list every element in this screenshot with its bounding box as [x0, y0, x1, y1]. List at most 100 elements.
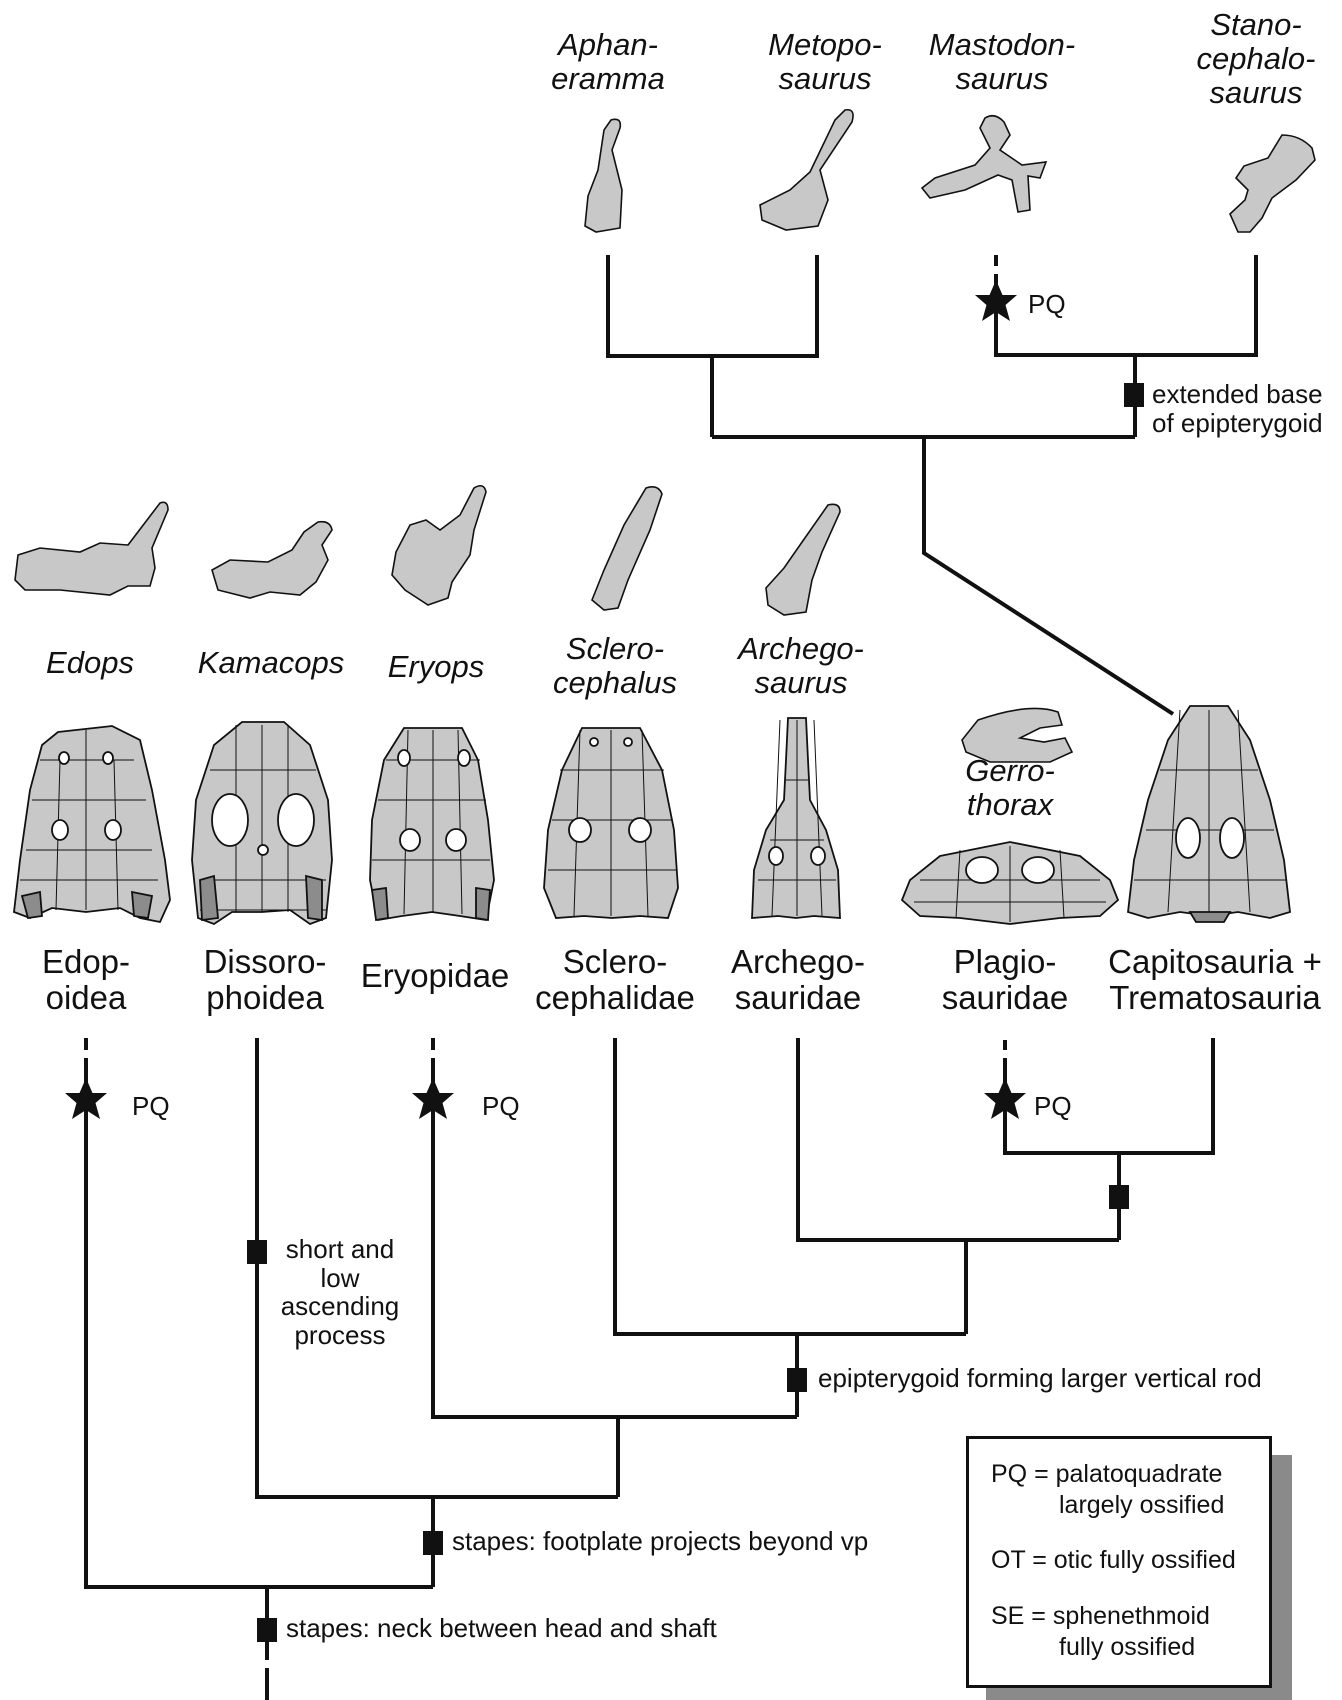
pq-label-plagiosauridae: PQ	[1034, 1092, 1072, 1121]
clade-label-capitosauria-trematosauria: Capitosauria + Trematosauria	[1100, 944, 1330, 1017]
branch-archego-join	[798, 1038, 1119, 1240]
genus-label-kamacops: Kamacops	[186, 646, 356, 680]
character-line: short and	[270, 1235, 410, 1264]
epipterygoid-archegosaurus	[766, 504, 840, 615]
clade-label-plagiosauridae: Plagio- sauridae	[930, 944, 1080, 1017]
epipterygoid-aphaneramma	[585, 119, 622, 232]
legend-entry-se: SE = sphenethmoid fully ossified	[991, 1601, 1210, 1664]
epipterygoid-eryops	[392, 486, 486, 605]
branch-stem-diagonal	[924, 437, 1173, 714]
clade-label-sclerocephalidae: Sclero- cephalidae	[530, 944, 700, 1017]
character-line: of epipterygoid	[1152, 409, 1323, 438]
genus-line: Edops	[30, 646, 150, 680]
genus-line: Metopo-	[760, 28, 890, 62]
epipterygoid-stanocephalosaurus	[1230, 135, 1315, 232]
line-gap	[80, 1050, 92, 1058]
genus-label-gerrothorax: Gerro- thorax	[940, 754, 1080, 822]
clade-line: sauridae	[930, 980, 1080, 1016]
clade-line: Trematosauria	[1100, 980, 1330, 1016]
clade-line: oidea	[16, 980, 156, 1016]
genus-line: cephalus	[540, 666, 690, 700]
character-square-icon	[247, 1240, 267, 1264]
skull-drawings	[14, 706, 1290, 924]
character-line: ascending	[270, 1292, 410, 1321]
genus-label-aphaneramma: Aphan- eramma	[548, 28, 668, 96]
clade-line: phoidea	[190, 980, 340, 1016]
genus-label-sclerocephalus: Sclero- cephalus	[540, 632, 690, 700]
genus-line: Aphan-	[548, 28, 668, 62]
genus-line: saurus	[760, 62, 890, 96]
character-label-footplate: stapes: footplate projects beyond vp	[452, 1527, 868, 1556]
character-line: low	[270, 1264, 410, 1293]
genus-line: Sclero-	[540, 632, 690, 666]
pq-label-eryopidae: PQ	[482, 1092, 520, 1121]
branch-sclero-join	[615, 1038, 966, 1334]
genus-line: Stano-	[1186, 8, 1326, 42]
skull-dissorophoidea	[192, 722, 332, 924]
clade-label-dissorophoidea: Dissoro- phoidea	[190, 944, 340, 1017]
epipterygoid-kamacops	[212, 522, 332, 598]
genus-label-edops: Edops	[30, 646, 150, 680]
epipterygoid-mastodonsaurus	[922, 116, 1046, 212]
clade-line: sauridae	[718, 980, 878, 1016]
skull-plagiosauridae	[902, 842, 1118, 924]
character-square-icon	[257, 1618, 277, 1642]
legend-line: OT = otic fully ossified	[991, 1545, 1236, 1576]
genus-line: saurus	[922, 62, 1082, 96]
genus-line: thorax	[940, 788, 1080, 822]
genus-label-mastodonsaurus: Mastodon- saurus	[922, 28, 1082, 96]
genus-label-eryops: Eryops	[376, 650, 496, 684]
legend-line: SE = sphenethmoid	[991, 1601, 1210, 1632]
clade-line: Sclero-	[530, 944, 700, 980]
skull-sclerocephalidae	[544, 728, 678, 918]
pq-label-edopoidea: PQ	[132, 1092, 170, 1121]
genus-line: cephalo-	[1186, 42, 1326, 76]
epipterygoid-sclerocephalus	[592, 487, 662, 610]
legend-line: largely ossified	[991, 1490, 1224, 1521]
clade-line: Dissoro-	[190, 944, 340, 980]
genus-line: saurus	[1186, 76, 1326, 110]
legend: PQ = palatoquadrate largely ossified OT …	[966, 1436, 1272, 1688]
line-gap	[261, 1660, 273, 1668]
clade-label-edopoidea: Edop- oidea	[16, 944, 156, 1017]
genus-label-archegosaurus: Archego- saurus	[726, 632, 876, 700]
legend-entry-pq: PQ = palatoquadrate largely ossified	[991, 1459, 1224, 1522]
genus-line: Kamacops	[186, 646, 356, 680]
epipterygoid-metoposaurus	[760, 110, 853, 230]
character-label-ascending-process: short and low ascending process	[270, 1235, 410, 1349]
genus-line: Archego-	[726, 632, 876, 666]
clade-line: cephalidae	[530, 980, 700, 1016]
branch-aphaneramma-metoposaurus	[608, 255, 817, 356]
legend-entry-ot: OT = otic fully ossified	[991, 1545, 1236, 1576]
genus-line: saurus	[726, 666, 876, 700]
genus-line: Eryops	[376, 650, 496, 684]
clade-line: Capitosauria +	[1100, 944, 1330, 980]
character-label-epipterygoid-base: extended base of epipterygoid	[1152, 380, 1323, 437]
character-square-icon	[1109, 1185, 1129, 1209]
character-label-neck: stapes: neck between head and shaft	[286, 1614, 717, 1643]
skull-capitosauria	[1128, 706, 1290, 922]
character-square-icon	[787, 1368, 807, 1392]
legend-line: fully ossified	[991, 1632, 1210, 1663]
line-gap	[427, 1050, 439, 1058]
clade-line: Edop-	[16, 944, 156, 980]
pq-label-mastodonsaurus: PQ	[1028, 290, 1066, 319]
legend-line: PQ = palatoquadrate	[991, 1459, 1224, 1490]
epipterygoid-edops	[15, 502, 168, 595]
line-gap	[990, 266, 1002, 274]
skull-archegosauridae	[752, 718, 840, 918]
character-label-vertical-rod: epipterygoid forming larger vertical rod	[818, 1364, 1262, 1393]
clade-line: Eryopidae	[354, 958, 516, 994]
character-square-icon	[1124, 383, 1144, 407]
genus-line: eramma	[548, 62, 668, 96]
line-gap	[999, 1050, 1011, 1058]
skull-edopoidea	[14, 726, 170, 922]
clade-label-archegosauridae: Archego- sauridae	[718, 944, 878, 1017]
skull-eryopidae	[370, 728, 494, 920]
clade-label-eryopidae: Eryopidae	[354, 958, 516, 994]
genus-label-metoposaurus: Metopo- saurus	[760, 28, 890, 96]
clade-line: Plagio-	[930, 944, 1080, 980]
genus-line: Gerro-	[940, 754, 1080, 788]
character-square-icon	[423, 1531, 443, 1555]
